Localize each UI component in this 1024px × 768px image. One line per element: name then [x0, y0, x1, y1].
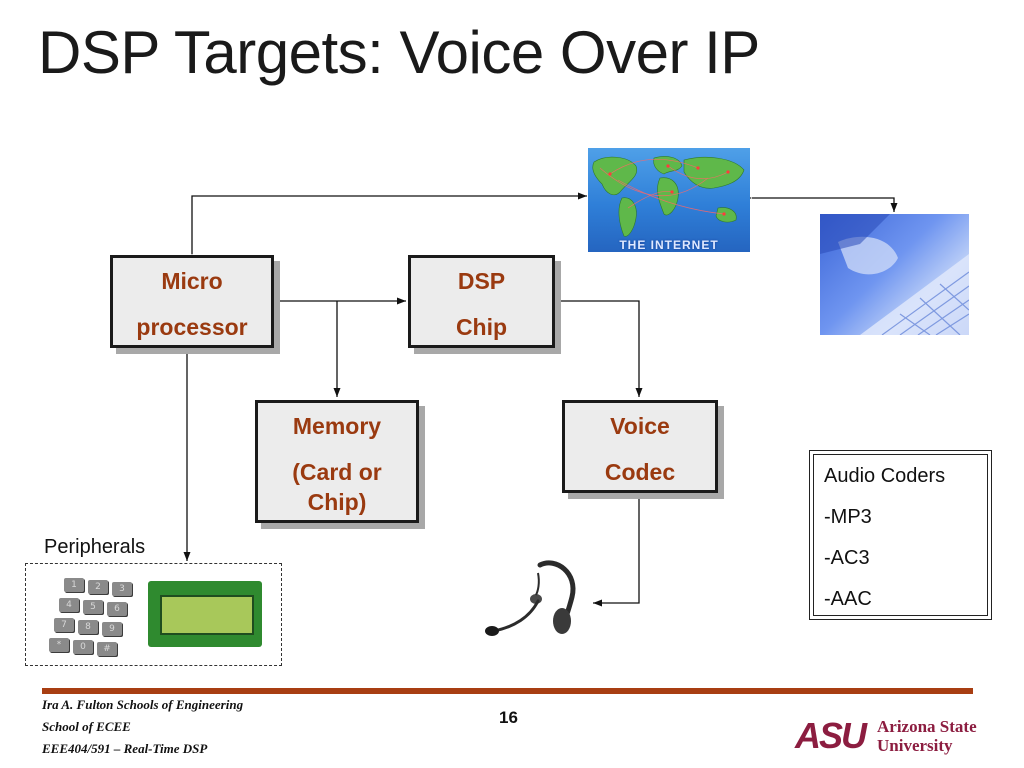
- keypad-key: 9: [102, 622, 122, 636]
- wire-dsp-codec: [557, 301, 639, 397]
- world-map-icon: [588, 148, 750, 252]
- headset-icon: [478, 555, 578, 645]
- keypad-key: *: [49, 638, 69, 652]
- asu-logo-text: Arizona State University: [877, 717, 997, 755]
- peripherals-box: 1 2 3 4 5 6 7 8 9 * 0 #: [25, 563, 282, 666]
- voice-codec-box: Voice Codec: [562, 400, 718, 493]
- audio-coder-item: -MP3: [824, 504, 987, 545]
- footer-credits: Ira A. Fulton Schools of Engineering Sch…: [42, 696, 243, 762]
- keypad-key: 4: [59, 598, 79, 612]
- footer-line-course: EEE404/591 – Real-Time DSP: [42, 740, 243, 762]
- lcd-display-icon: [148, 581, 262, 647]
- memory-line2: (Card or: [258, 459, 416, 485]
- keyboard-icon: [820, 214, 969, 335]
- keypad-key: 1: [64, 578, 84, 592]
- dsp-chip-box: DSP Chip: [408, 255, 555, 348]
- asu-logo-line1: Arizona State: [877, 717, 997, 736]
- audio-coders-box: Audio Coders -MP3 -AC3 -AAC: [809, 450, 992, 620]
- memory-line3: Chip): [258, 489, 416, 515]
- keypad-key: 5: [83, 600, 103, 614]
- audio-coders-inner: Audio Coders -MP3 -AC3 -AAC: [813, 454, 988, 616]
- lcd-screen: [160, 595, 254, 635]
- keypad-key: 2: [88, 580, 108, 594]
- computer-keyboard-image: [820, 214, 969, 335]
- keypad-key: 3: [112, 582, 132, 596]
- memory-line1: Memory: [258, 413, 416, 439]
- voice-codec-line1: Voice: [565, 413, 715, 439]
- microprocessor-line2: processor: [113, 314, 271, 340]
- peripherals-label: Peripherals: [44, 536, 145, 559]
- internet-label: THE INTERNET: [588, 238, 750, 252]
- keypad-key: 6: [107, 602, 127, 616]
- dsp-chip-line1: DSP: [411, 268, 552, 294]
- internet-image: THE INTERNET: [588, 148, 750, 252]
- voice-codec-line2: Codec: [565, 459, 715, 485]
- footer-line-department: School of ECEE: [42, 718, 243, 740]
- microprocessor-line1: Micro: [113, 268, 271, 294]
- keypad-key: 8: [78, 620, 98, 634]
- wire-micro-internet: [192, 196, 587, 254]
- footer-line-school: Ira A. Fulton Schools of Engineering: [42, 696, 243, 718]
- footer-divider: [42, 688, 973, 694]
- asu-logo-line2: University: [877, 736, 997, 755]
- keypad-icon: 1 2 3 4 5 6 7 8 9 * 0 #: [46, 578, 128, 656]
- microprocessor-box: Micro processor: [110, 255, 274, 348]
- asu-logo-mark: ASU: [795, 717, 865, 755]
- audio-coders-heading: Audio Coders: [824, 463, 987, 504]
- wire-codec-headset: [593, 495, 639, 603]
- audio-coder-item: -AC3: [824, 545, 987, 586]
- dsp-chip-line2: Chip: [411, 314, 552, 340]
- keypad-key: 0: [73, 640, 93, 654]
- page-number: 16: [499, 708, 518, 728]
- wire-internet-keyboard: [752, 198, 894, 212]
- audio-coder-item: -AAC: [824, 586, 987, 627]
- keypad-key: 7: [54, 618, 74, 632]
- memory-box: Memory (Card or Chip): [255, 400, 419, 523]
- keypad-key: #: [97, 642, 117, 656]
